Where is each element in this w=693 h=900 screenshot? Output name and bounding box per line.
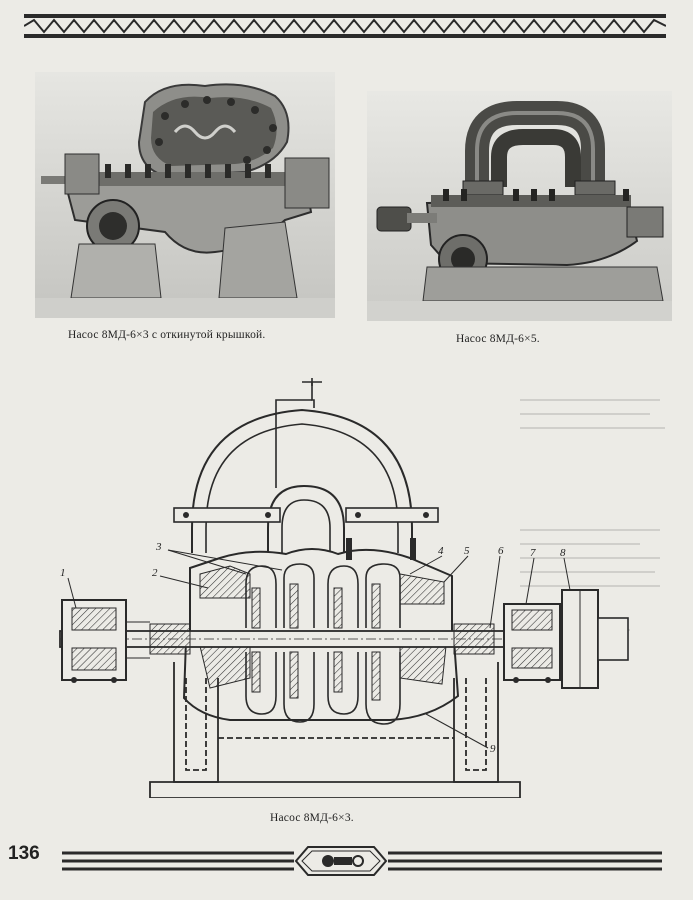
drawing-callouts: 1 2 3 4 5 6 7 8 9 <box>60 541 566 755</box>
bottom-decorative-border <box>62 846 662 876</box>
callout-5: 5 <box>464 545 470 557</box>
page-number: 136 <box>8 843 40 864</box>
callout-6: 6 <box>498 545 504 557</box>
callout-7: 7 <box>530 547 536 559</box>
photo-pump-8md-6x5 <box>367 91 672 321</box>
photo-left-caption: Насос 8МД-6×3 с откинутой крышкой. <box>68 329 266 341</box>
pump-open-cover-illustration <box>35 72 335 318</box>
photo-pump-open-cover <box>35 72 335 318</box>
callout-8: 8 <box>560 547 566 559</box>
callout-4: 4 <box>438 545 444 557</box>
ornament-emblem-icon <box>294 846 388 876</box>
callout-9: 9 <box>490 743 496 755</box>
callout-3: 3 <box>155 541 162 553</box>
pump-8md-6x5-illustration <box>367 91 672 321</box>
photo-right-caption: Насос 8МД-6×5. <box>456 333 540 345</box>
top-decorative-border <box>24 14 666 38</box>
callout-1: 1 <box>60 567 66 579</box>
callout-2: 2 <box>152 567 158 579</box>
pump-section-drawing <box>59 378 629 798</box>
drawing-caption: Насос 8МД-6×3. <box>270 812 354 824</box>
